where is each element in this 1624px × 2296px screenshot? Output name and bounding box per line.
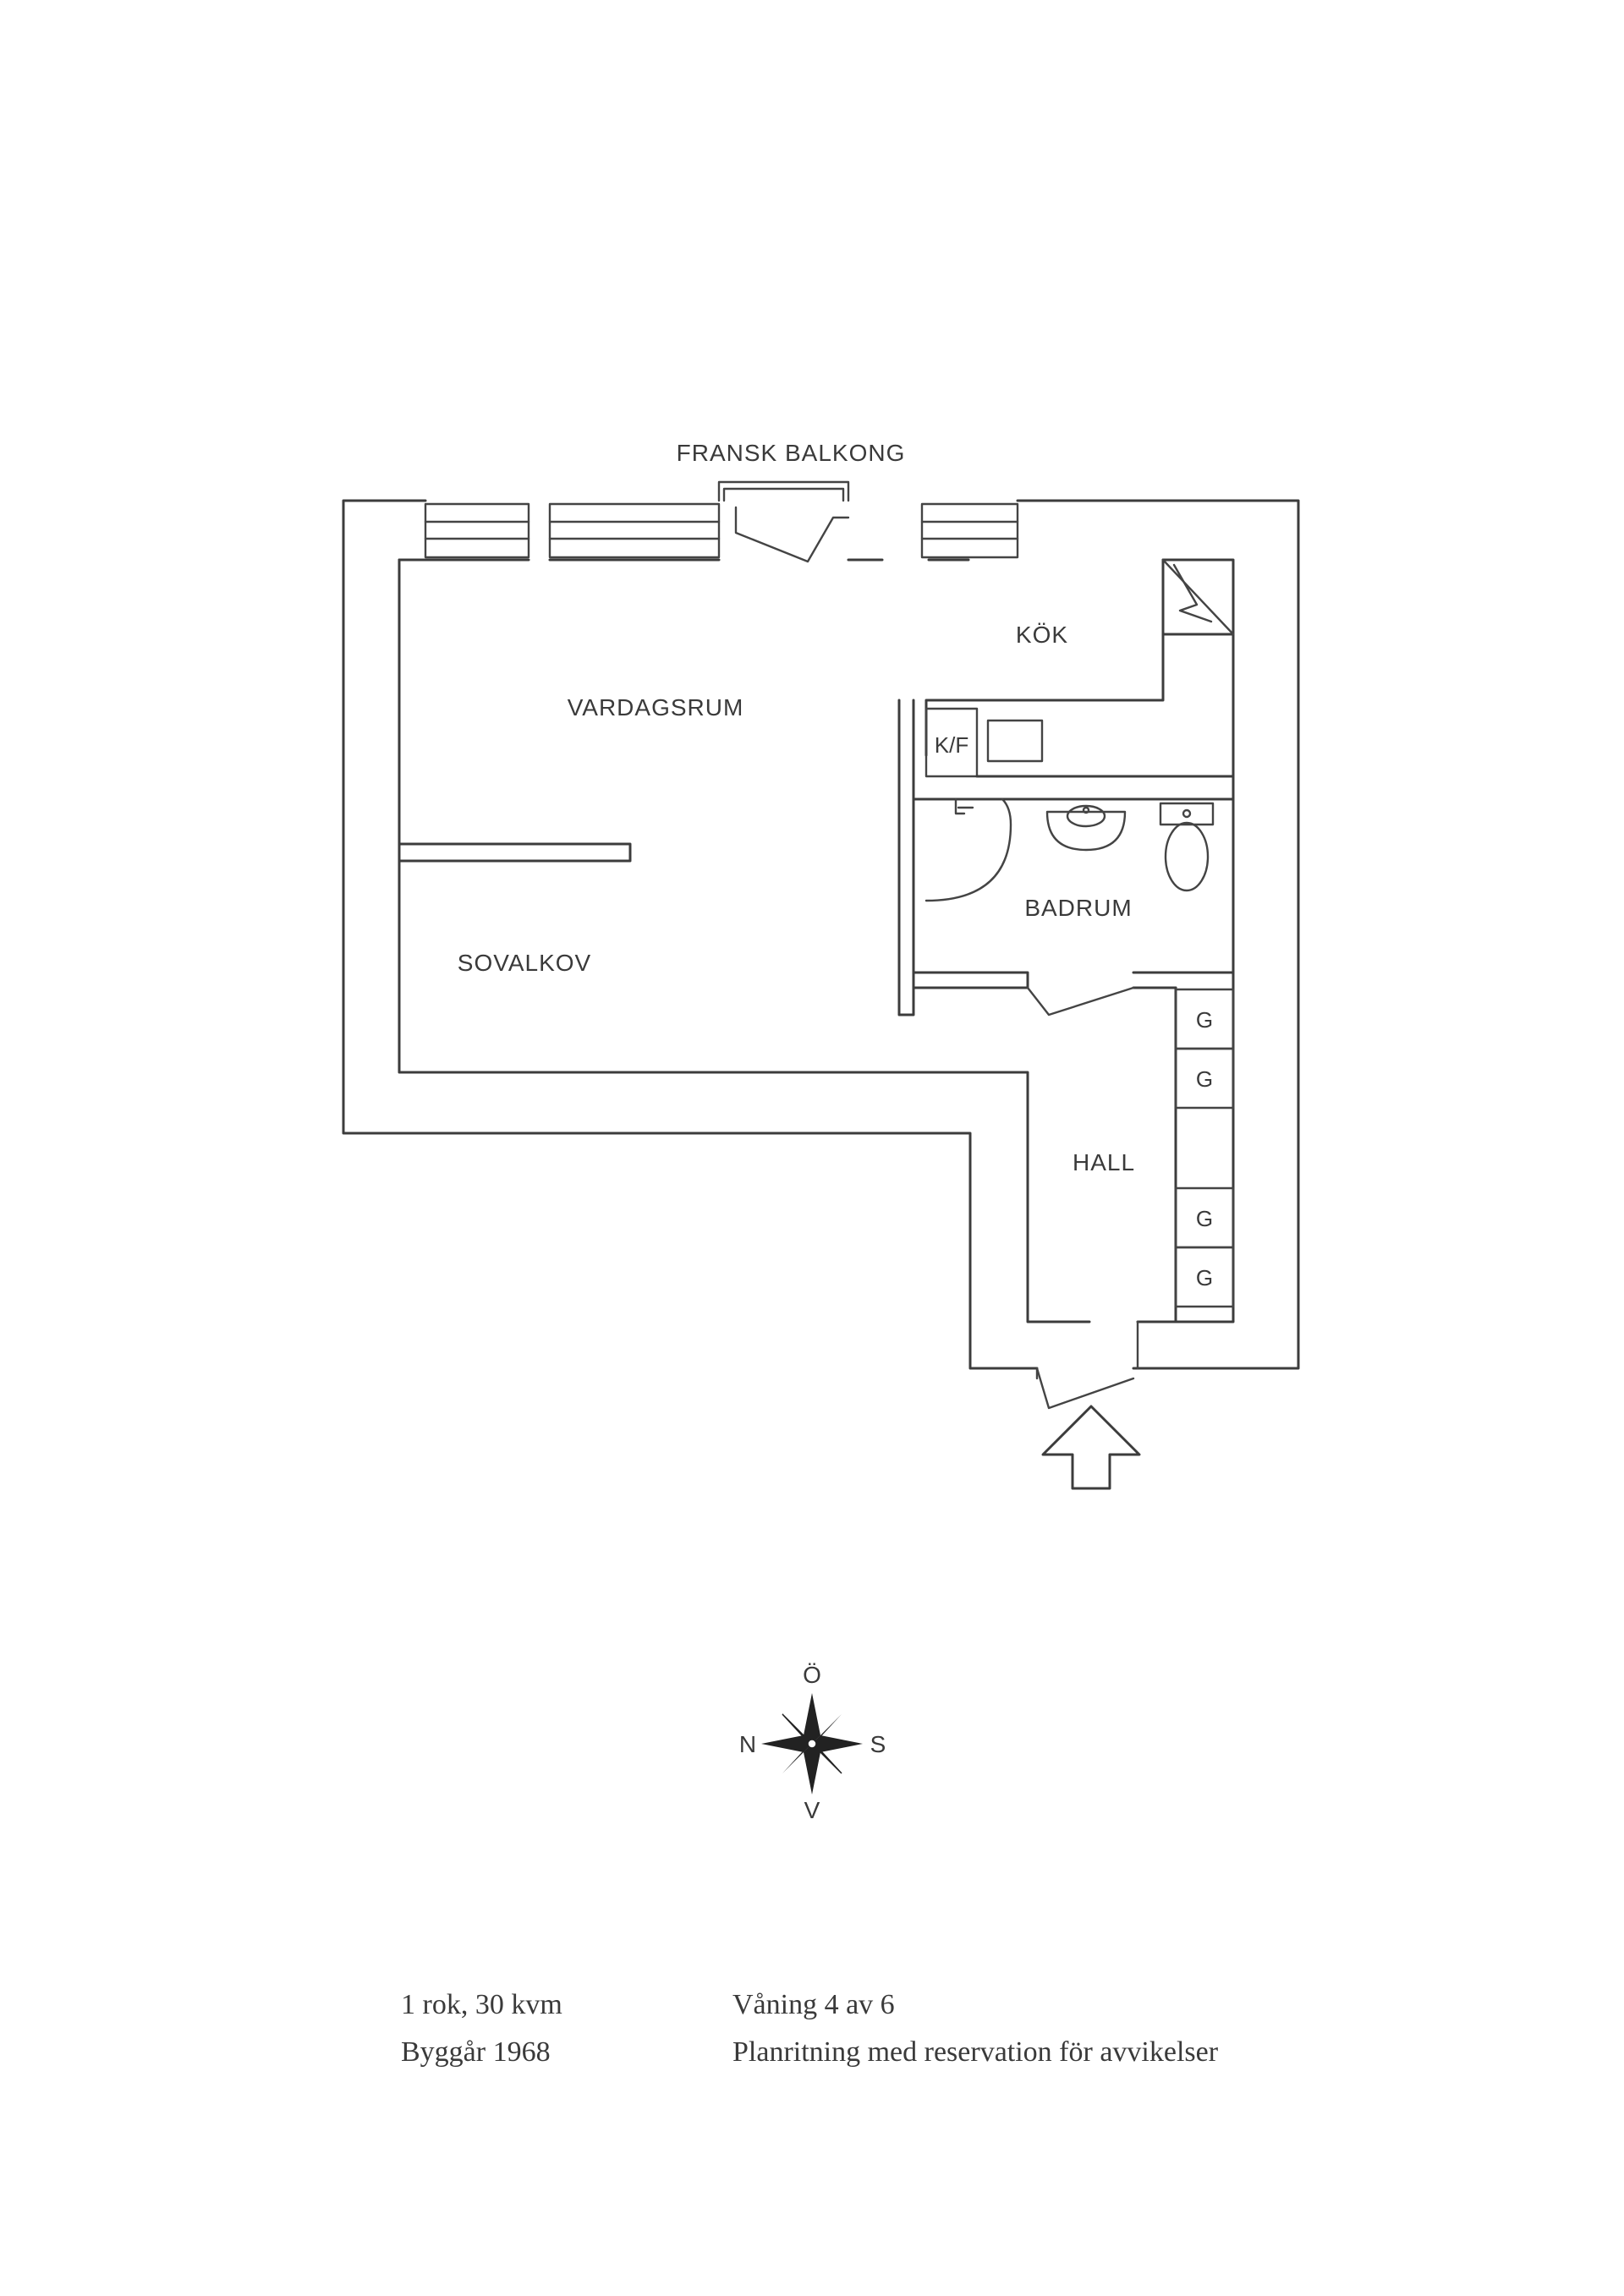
wardrobe-label: G — [1196, 1265, 1213, 1290]
bathroom-walls — [897, 699, 1235, 1016]
outer-walls — [342, 499, 1300, 1370]
compass-label-right: S — [870, 1731, 886, 1757]
room-label-living-room: VARDAGSRUM — [568, 694, 744, 721]
compass-rose-icon — [761, 1693, 863, 1795]
info-disclaimer: Planritning med reservation för avvikels… — [732, 2036, 1219, 2068]
info-build-year: Byggår 1968 — [401, 2036, 551, 2068]
compass-label-top: Ö — [803, 1662, 821, 1688]
compass-label-left: N — [739, 1731, 756, 1757]
kitchen-walls — [924, 558, 1235, 778]
wardrobe-label: G — [1196, 1066, 1213, 1092]
french-balcony — [717, 480, 850, 563]
hall-walls — [1035, 986, 1235, 1410]
room-label-bathroom: BADRUM — [1024, 895, 1132, 921]
info-floor: Våning 4 av 6 — [732, 1989, 895, 2020]
compass-label-bottom: V — [804, 1797, 820, 1823]
info-rooms-area: 1 rok, 30 kvm — [401, 1989, 562, 2020]
windows — [424, 502, 1019, 559]
room-label-sleeping-alcove: SOVALKOV — [458, 950, 591, 976]
room-label-hall: HALL — [1073, 1149, 1135, 1175]
room-label-fridge-freezer: K/F — [935, 732, 968, 758]
entrance-arrow-icon — [1041, 1405, 1141, 1490]
wardrobe-label: G — [1196, 1206, 1213, 1231]
room-label-kitchen: KÖK — [1016, 622, 1068, 648]
wardrobe-label: G — [1196, 1007, 1213, 1033]
alcove-partition — [398, 842, 632, 863]
balcony-label: FRANSK BALKONG — [677, 440, 906, 466]
